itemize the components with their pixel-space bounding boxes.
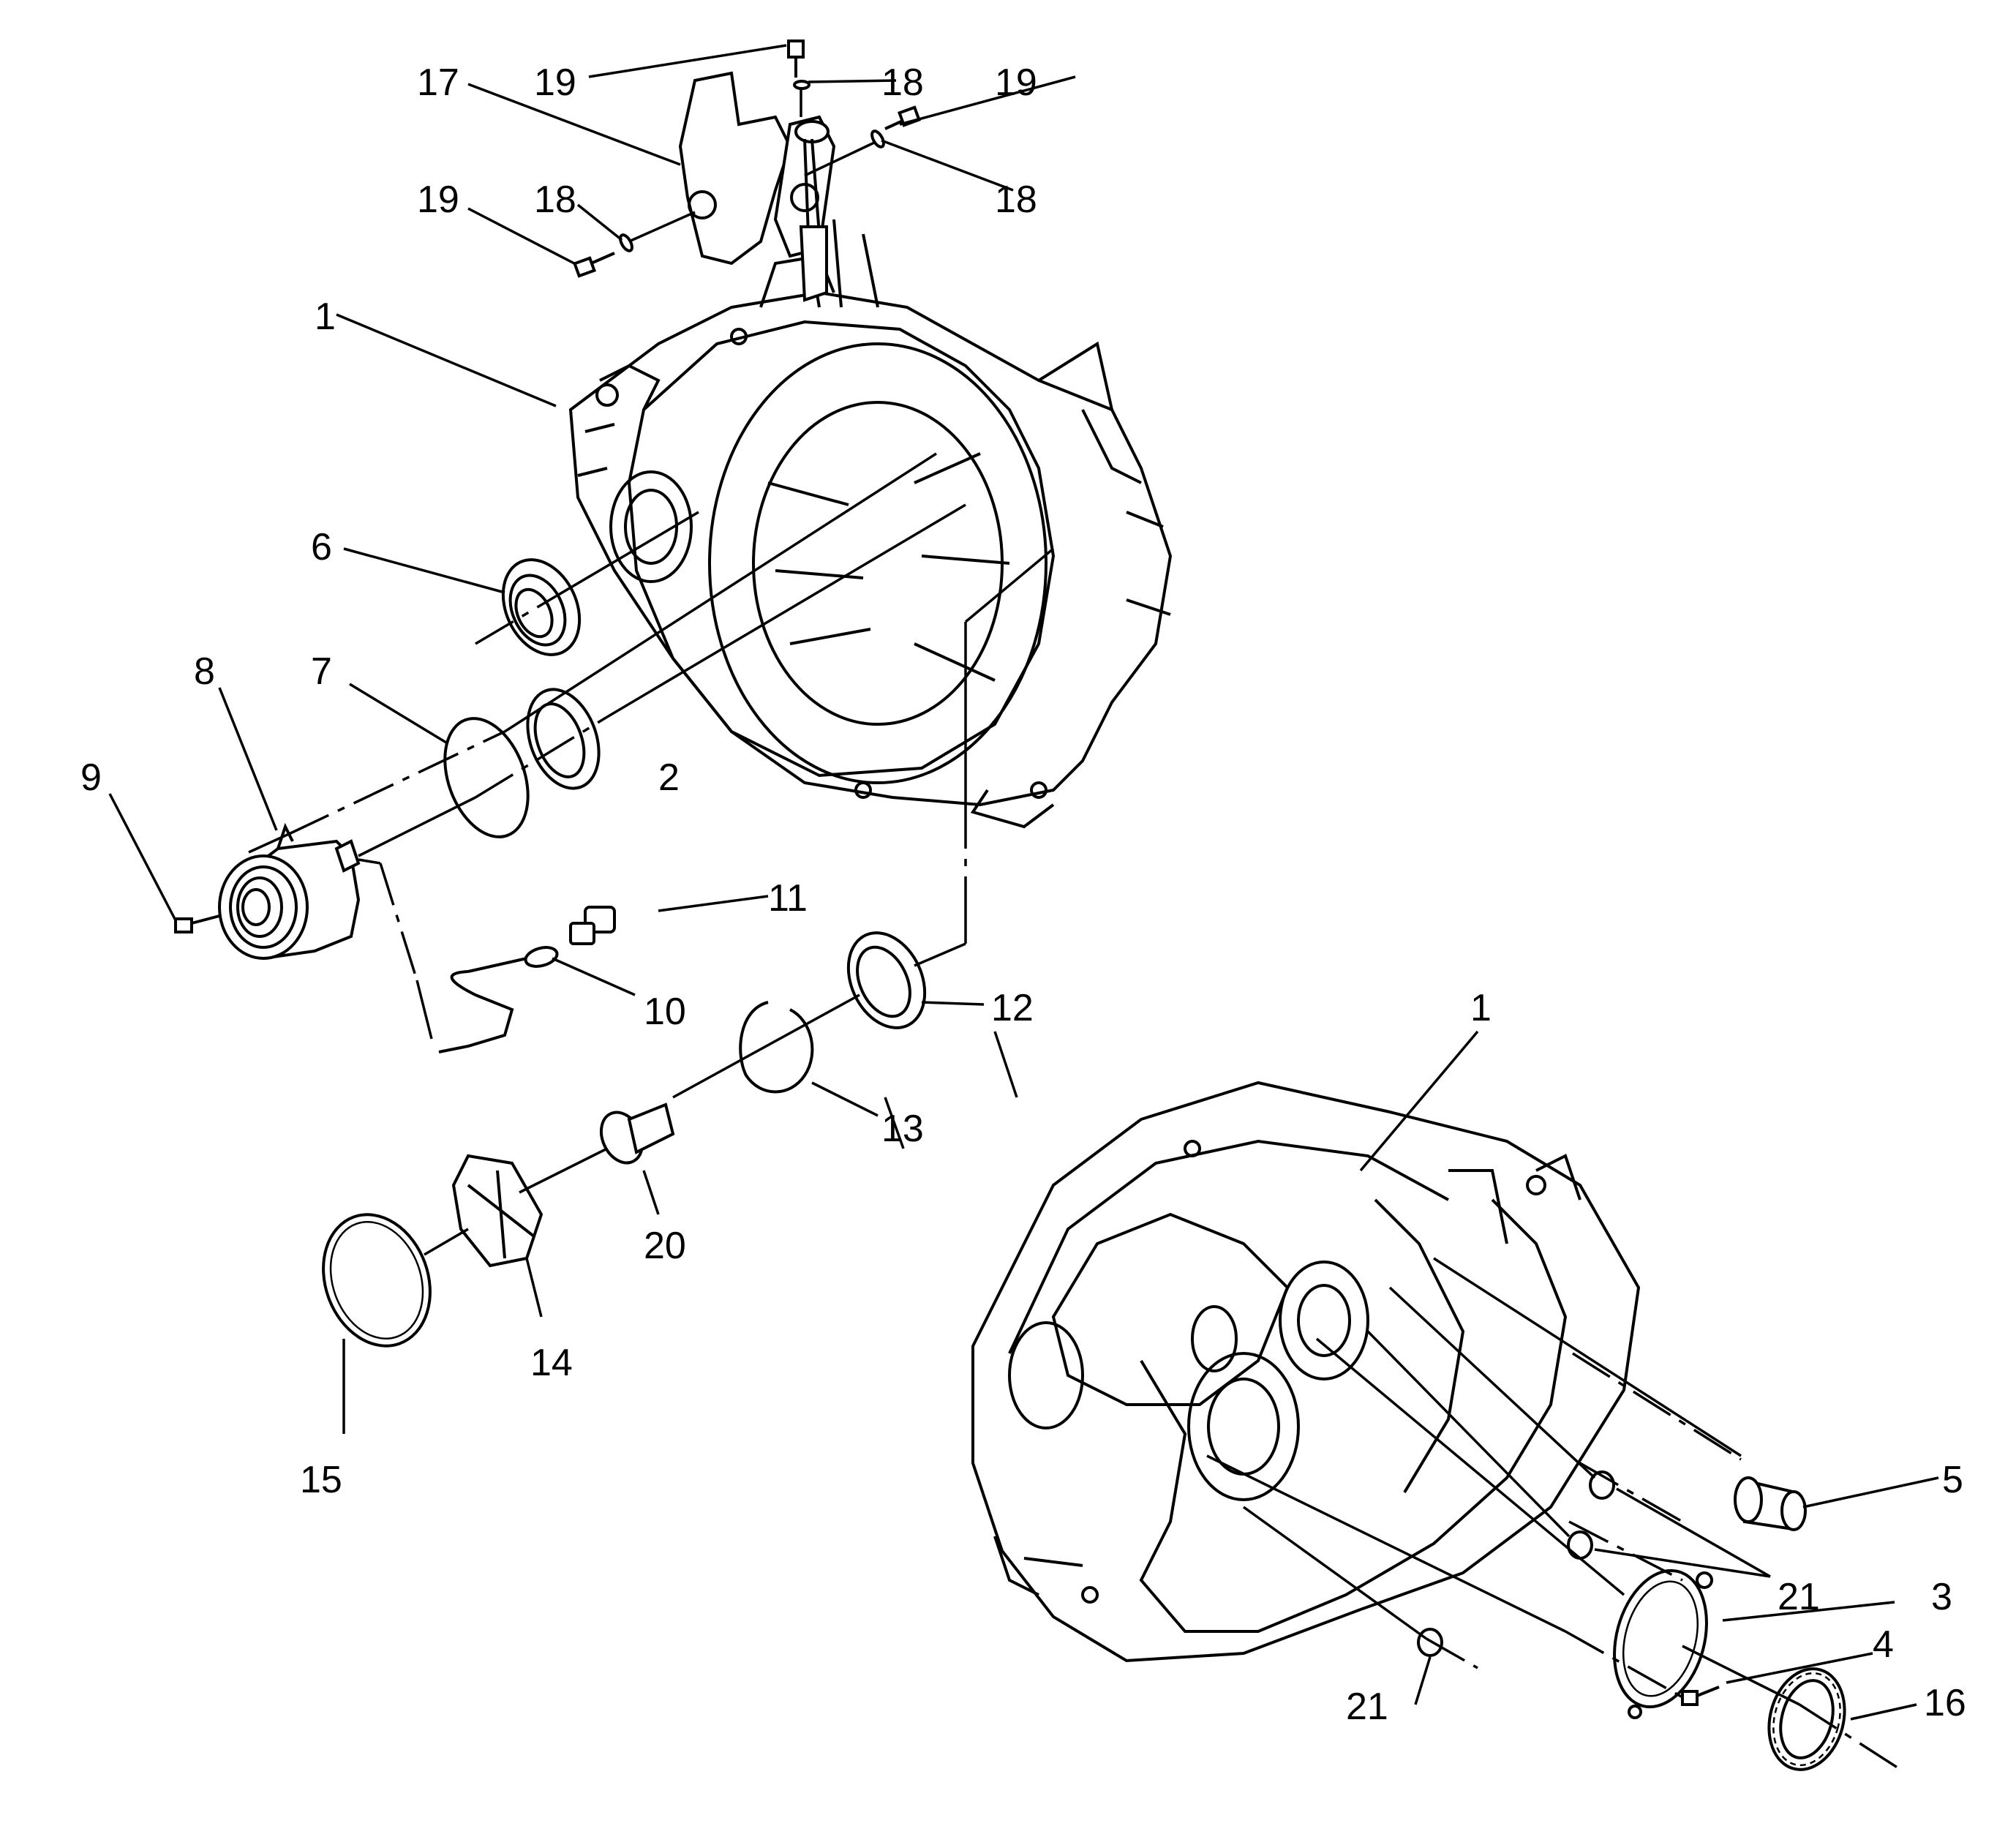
callout-11: 11 [768, 877, 808, 920]
callout-8: 8 [194, 650, 215, 693]
gasket-15-inner [329, 1221, 424, 1340]
callout-20: 20 [644, 1225, 686, 1267]
cover-14 [451, 1154, 544, 1268]
washer-18-top [793, 80, 810, 90]
dowel-21-b [1567, 1530, 1593, 1560]
bolt-9 [174, 914, 220, 933]
plug-20 [599, 1102, 675, 1165]
callout-5: 5 [1942, 1459, 1963, 1501]
callout-1-upper: 1 [315, 296, 336, 338]
callout-19-left: 19 [417, 179, 459, 221]
clutch-actuator-cylinder-8 [218, 822, 361, 961]
o-ring-7 [443, 717, 530, 838]
bolt-19-right [884, 105, 921, 130]
fitting-10 [524, 946, 559, 968]
callout-18-top: 18 [881, 61, 924, 104]
callout-17: 17 [417, 61, 459, 104]
callout-labels: 17 19 18 19 18 19 18 1 6 7 8 9 2 11 10 1… [80, 61, 1966, 1728]
plug-5 [1734, 1476, 1807, 1531]
washer-18-left [619, 233, 633, 252]
callout-6: 6 [311, 526, 332, 568]
bolt-4 [1681, 1686, 1720, 1706]
callout-2: 2 [658, 756, 680, 799]
seal-12 [846, 931, 927, 1029]
callout-21-bottom: 21 [1346, 1686, 1388, 1728]
callout-1-lower: 1 [1470, 987, 1492, 1029]
callout-16: 16 [1924, 1682, 1966, 1724]
callout-12: 12 [991, 987, 1034, 1029]
reluctor-ring-16 [1767, 1667, 1846, 1771]
bolt-19-top [787, 40, 805, 78]
seal-2 [526, 688, 601, 790]
callout-18-left: 18 [534, 179, 576, 221]
callout-19-top: 19 [534, 61, 576, 104]
callout-18-right: 18 [995, 179, 1037, 221]
seal-6 [501, 558, 582, 656]
callout-13: 13 [881, 1108, 924, 1150]
callout-21-right: 21 [1778, 1576, 1820, 1618]
bracket-17 [678, 71, 836, 302]
washer-18-right [870, 129, 885, 149]
dowel-21-c [1417, 1628, 1443, 1657]
callout-4: 4 [1873, 1623, 1894, 1666]
callout-3: 3 [1931, 1576, 1952, 1618]
callout-19-right: 19 [995, 61, 1037, 104]
callout-15: 15 [300, 1459, 342, 1501]
callout-9: 9 [80, 756, 102, 799]
callout-10: 10 [644, 991, 686, 1033]
fitting-11 [569, 906, 616, 945]
bolt-19-left [573, 252, 615, 278]
lower-transmission-housing [971, 1081, 1641, 1663]
snap-ring-13 [739, 1001, 814, 1094]
gasket-15 [322, 1213, 432, 1348]
shield-3 [1613, 1568, 1713, 1719]
callout-leaders [108, 44, 1939, 1721]
assembly-lines [248, 88, 1903, 1772]
callout-14: 14 [530, 1342, 573, 1384]
upper-clutch-housing [568, 219, 1173, 829]
clutch-line-10 [438, 957, 527, 1053]
callout-7: 7 [311, 650, 332, 693]
